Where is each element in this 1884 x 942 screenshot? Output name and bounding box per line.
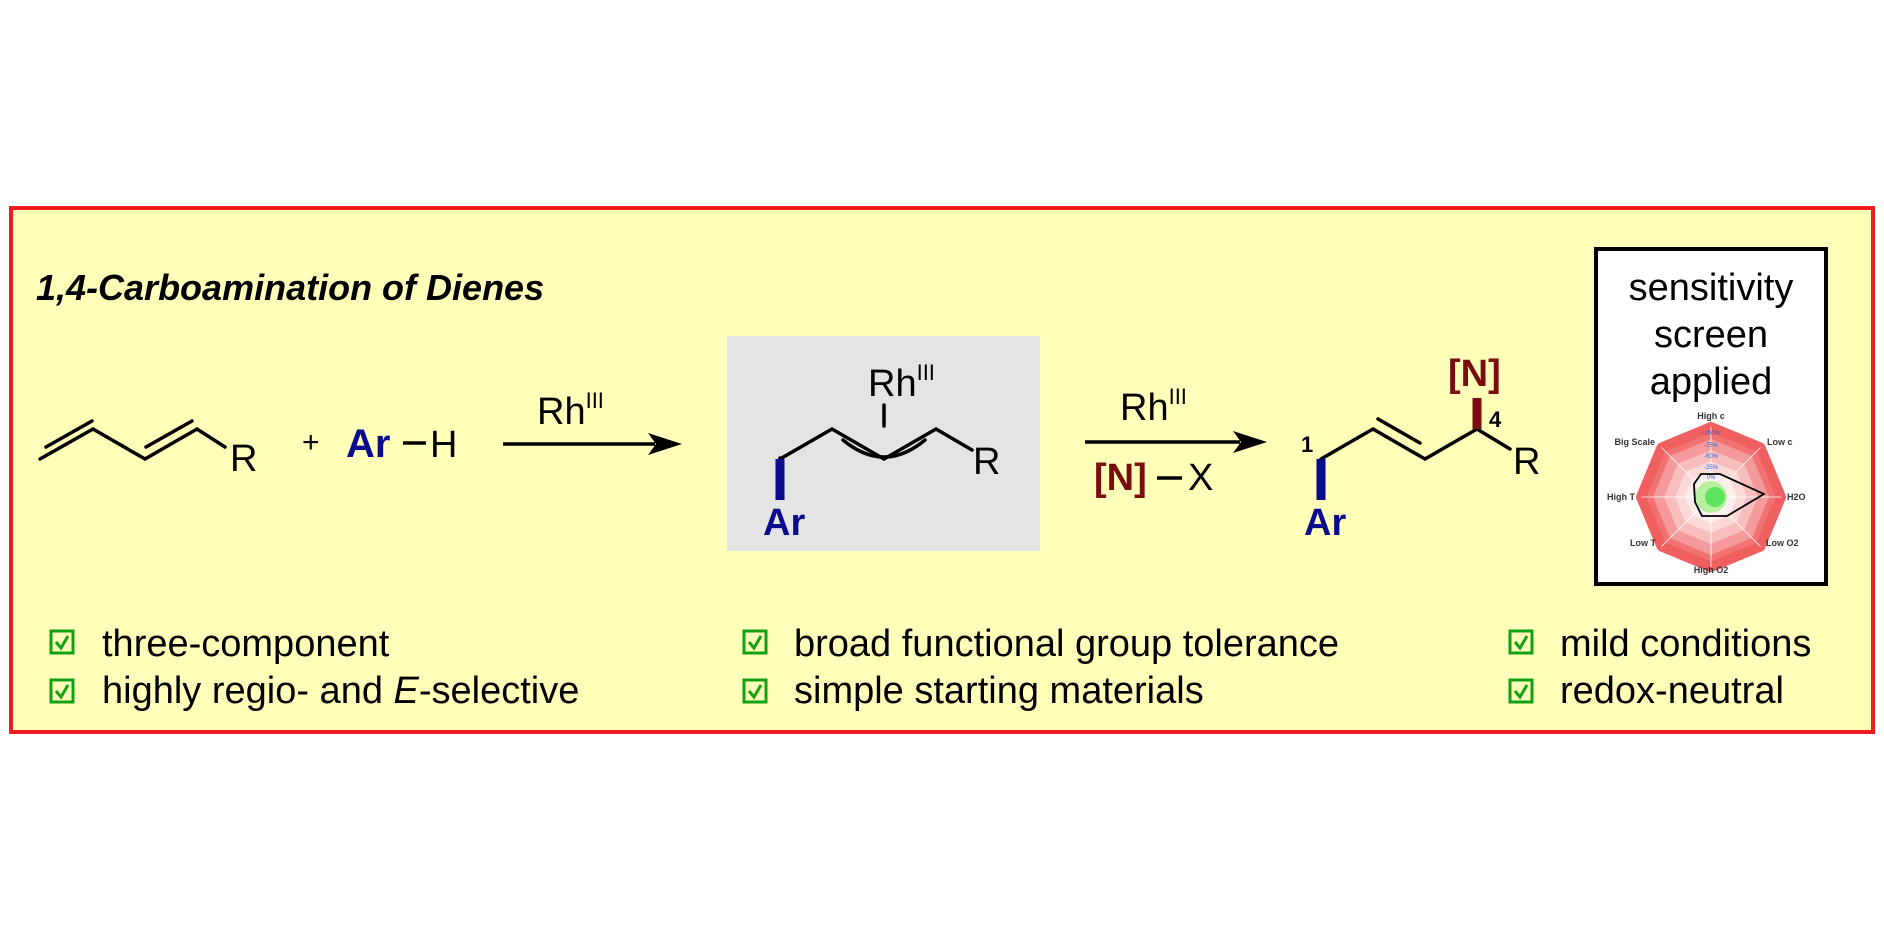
product-skeleton	[1319, 417, 1512, 462]
feature-simple-materials: simple starting materials	[794, 670, 1204, 712]
feature-three-component: three-component	[102, 623, 390, 665]
reaction-arrow-2	[1085, 431, 1267, 453]
radar-response-polygon	[1693, 473, 1766, 517]
check-icon	[742, 629, 768, 655]
radar-ring-label: -75%	[1704, 443, 1719, 449]
arene-ar-label: Ar	[346, 422, 390, 466]
radar-axis-label: H2O	[1787, 492, 1806, 502]
feature-regio-e-selective: highly regio- and E-selective	[102, 670, 579, 712]
feature-fg-tolerance: broad functional group tolerance	[794, 623, 1339, 665]
radar-axis-label: High c	[1697, 411, 1725, 421]
arrow-2-leaving-x: X	[1188, 457, 1213, 499]
diene-r-label: R	[230, 438, 257, 480]
radar-axis-label: High T	[1607, 492, 1635, 502]
check-icon	[1508, 678, 1534, 704]
check-icon	[49, 678, 75, 704]
feature-redox-neutral: redox-neutral	[1560, 670, 1784, 712]
check-icon	[49, 629, 75, 655]
sensitivity-line-1: sensitivity	[1629, 267, 1794, 309]
allyl-rhodium-intermediate	[778, 403, 974, 463]
radar-ring-label: -25%	[1704, 465, 1719, 471]
intermediate-r-label: R	[973, 441, 1000, 483]
product-position-4: 4	[1489, 407, 1502, 432]
feature-checks	[49, 629, 1534, 704]
radar-center-dot	[1705, 487, 1725, 507]
intermediate-rh-label: RhIII	[868, 360, 935, 405]
feature-mild-conditions: mild conditions	[1560, 623, 1811, 665]
product-r-label: R	[1513, 441, 1540, 483]
intermediate-box	[727, 336, 1040, 551]
check-icon	[742, 678, 768, 704]
radar-ring-label: 0%	[1707, 475, 1716, 481]
product-ar-label: Ar	[1304, 502, 1346, 544]
arene-h-label: H	[430, 424, 457, 466]
product-position-1: 1	[1301, 432, 1313, 457]
radar-ring-label: -100%	[1702, 431, 1720, 437]
intermediate-ar-label: Ar	[763, 502, 805, 544]
plus-sign: +	[302, 426, 320, 459]
radar-axis-label: Low c	[1767, 437, 1793, 447]
product-n-label: [N]	[1448, 353, 1501, 395]
reaction-arrow-1	[503, 433, 682, 455]
radar-axis-label: Low T	[1630, 538, 1656, 548]
arrow-1-catalyst: RhIII	[537, 388, 604, 433]
diene-reactant	[38, 419, 227, 462]
scheme-title: 1,4-Carboamination of Dienes	[36, 267, 544, 308]
sensitivity-line-2: screen	[1654, 314, 1768, 356]
sensitivity-line-3: applied	[1650, 361, 1773, 403]
radar-axis-label: Low O2	[1766, 538, 1799, 548]
radar-ring-label: -50%	[1704, 454, 1719, 460]
arrow-2-catalyst: RhIII	[1120, 384, 1187, 429]
radar-axis-label: Big Scale	[1614, 437, 1655, 447]
check-icon	[1508, 629, 1534, 655]
radar-axis-label: High O2	[1694, 565, 1729, 575]
arrow-2-aminating-n: [N]	[1094, 457, 1147, 499]
